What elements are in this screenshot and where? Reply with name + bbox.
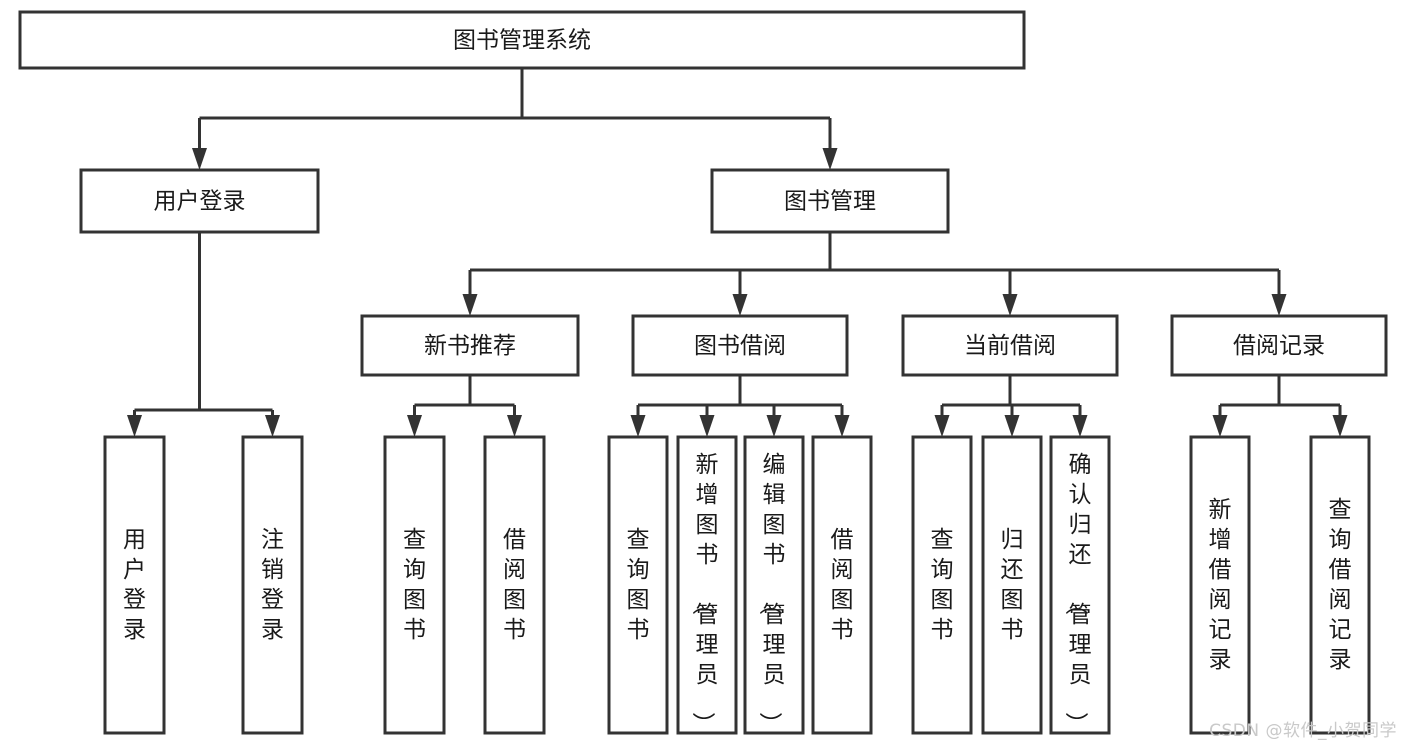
node-leaf-borrow-book-2[interactable]: 借阅图书 [811,435,873,735]
node-label: 图书借阅 [694,333,786,359]
node-box [241,435,304,735]
node-box [1170,314,1388,377]
node-label: 用户登录 [154,189,246,215]
node-leaf-borrow-book-1[interactable]: 借阅图书 [483,435,546,735]
node-label: 借阅图书 [831,527,854,643]
node-user-login[interactable]: 用户登录 [79,168,320,234]
node-box [676,435,738,735]
node-box [911,435,973,735]
node-box [981,435,1043,735]
node-label: 查询借阅记录 [1329,497,1352,673]
node-box [483,435,546,735]
node-box [811,435,873,735]
node-box [901,314,1119,377]
node-borrow-record[interactable]: 借阅记录 [1170,314,1388,377]
node-box [1309,435,1371,735]
node-label: 归还图书 [1001,527,1024,643]
node-label: 确认归还（管理员） [1063,452,1092,735]
node-label: 用户登录 [123,527,146,643]
node-book-manage[interactable]: 图书管理 [710,168,950,234]
node-leaf-user-login[interactable]: 用户登录 [103,435,166,735]
node-leaf-add-book[interactable]: 新增图书（管理员） [676,435,738,735]
node-box [18,10,1026,70]
node-leaf-confirm-return[interactable]: 确认归还（管理员） [1049,435,1111,735]
node-label: 注销登录 [261,527,284,643]
node-box [1189,435,1251,735]
node-box [607,435,669,735]
connectors-layer [127,68,1348,437]
node-leaf-return-book[interactable]: 归还图书 [981,435,1043,735]
node-root[interactable]: 图书管理系统 [18,10,1026,70]
node-current-borrow[interactable]: 当前借阅 [901,314,1119,377]
node-box [710,168,950,234]
node-label: 查询图书 [627,527,650,643]
node-new-book-rec[interactable]: 新书推荐 [360,314,580,377]
node-box [631,314,849,377]
node-label: 新增图书（管理员） [690,452,719,735]
node-box [743,435,805,735]
node-box [360,314,580,377]
node-leaf-query-book-1[interactable]: 查询图书 [383,435,446,735]
node-label: 新书推荐 [424,333,516,359]
node-leaf-add-record[interactable]: 新增借阅记录 [1189,435,1251,735]
node-leaf-query-record[interactable]: 查询借阅记录 [1309,435,1371,735]
node-label: 借阅图书 [503,527,526,643]
node-box [383,435,446,735]
node-label: 图书管理系统 [453,28,591,54]
node-box [1049,435,1111,735]
node-box [79,168,320,234]
node-leaf-query-book-2[interactable]: 查询图书 [607,435,669,735]
node-leaf-logout[interactable]: 注销登录 [241,435,304,735]
nodes-layer: 图书管理系统用户登录图书管理新书推荐图书借阅当前借阅借阅记录用户登录注销登录查询… [18,10,1388,735]
node-label: 新增借阅记录 [1209,497,1232,673]
node-leaf-edit-book[interactable]: 编辑图书（管理员） [743,435,805,735]
node-label: 当前借阅 [964,333,1056,359]
node-label: 查询图书 [931,527,954,643]
node-leaf-query-book-3[interactable]: 查询图书 [911,435,973,735]
node-label: 图书管理 [784,189,876,215]
node-book-borrow[interactable]: 图书借阅 [631,314,849,377]
node-label: 编辑图书（管理员） [757,452,786,735]
node-label: 查询图书 [403,527,426,643]
node-label: 借阅记录 [1233,333,1325,359]
node-box [103,435,166,735]
